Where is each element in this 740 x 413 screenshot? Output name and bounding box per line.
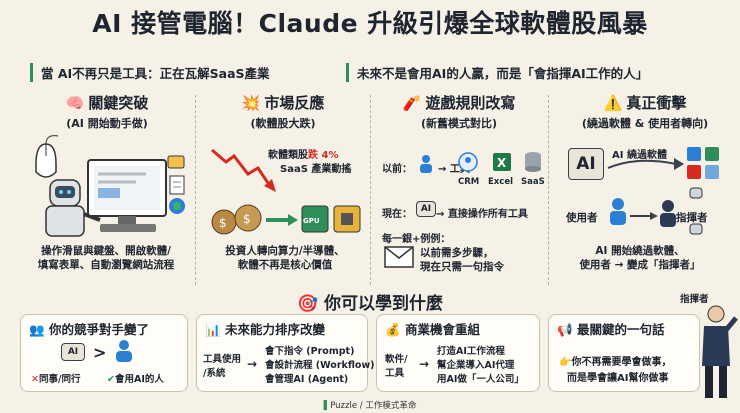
- column-heading: 真正衝擊: [626, 94, 687, 112]
- wrong-competitor: ✕同事/同行: [31, 374, 81, 385]
- column-caption: AI 開始繞過軟體、使用者 → 變成「指揮者」: [579, 245, 701, 271]
- card-competitor: 👥 你的競爭對手變了 AI > ✕同事/同行 ✔會用AI的人: [20, 314, 188, 392]
- bypass-arrow: [607, 158, 684, 170]
- database-icon: [525, 152, 541, 172]
- gpu-chip-icon: [301, 205, 329, 233]
- column-impact: ⚠️真正衝擊 (繞過軟體 & 使用者轉向): [560, 92, 730, 131]
- column-divider: [370, 95, 371, 285]
- commander-figure-icon: [702, 305, 738, 398]
- gpu-chip-label: GPU: [303, 217, 320, 225]
- robot-icon: [689, 187, 703, 235]
- column-subheading: (軟體股大跌): [250, 117, 316, 130]
- column-heading: 關鍵突破: [88, 94, 149, 112]
- subtitle-left: 當 AI不再只是工具：正在瓦解SaaS產業: [30, 63, 270, 82]
- ai-chip: AI: [416, 201, 436, 217]
- svg-text:X: X: [497, 156, 507, 170]
- column-heading: 市場反應: [264, 94, 325, 112]
- monitor-icon: [87, 159, 167, 232]
- user-label: 使用者: [566, 212, 598, 224]
- now-description: → 直接操作所有工具: [436, 209, 528, 220]
- column-rules: 🧨遊戲規則改寫 (新舊模式對比): [374, 92, 544, 131]
- column-subheading: (繞過軟體 & 使用者轉向): [581, 117, 709, 130]
- crm-icon: [458, 152, 478, 172]
- excel-icon: X: [493, 153, 511, 171]
- column-caption: 操作滑鼠與鍵盤、開啟軟體/填寫表單、自動瀏覽網站流程: [37, 245, 175, 271]
- before-label: 以前：: [382, 164, 412, 175]
- mouse-icon: [35, 135, 59, 178]
- footer: ▌Puzzle / 工作模式革命: [323, 401, 417, 411]
- bar-chart-icon: 📊: [205, 322, 221, 337]
- subtitle-right: 未來不是會用AI的人贏，而是「會指揮AI工作的人」: [346, 63, 648, 82]
- app-grid-icon: [687, 147, 719, 179]
- brain-icon: 🧠: [65, 94, 85, 112]
- saas-shake-note: SaaS 產業動搖: [280, 164, 352, 175]
- commander-figure-label: 指揮者: [680, 294, 709, 305]
- browser-icon: [169, 198, 185, 214]
- megaphone-icon: 📢: [557, 322, 573, 337]
- commander-label: 指揮者: [676, 212, 708, 224]
- person-icon: [116, 340, 132, 362]
- column-market: 💥市場反應 (軟體股大跌): [198, 92, 368, 131]
- card-ability: 📊 未來能力排序改變 工具使用 /系統 → 會下指令 (Prompt) 會設計流…: [196, 314, 375, 392]
- svg-text:$: $: [219, 216, 227, 230]
- market-drop-note: 軟體類股跌 4%: [268, 150, 339, 161]
- card-key-sentence: 📢 最關鍵的一句話 👉你不再需要學會做事， 而是學會讓AI幫你做事: [548, 314, 700, 392]
- learn-heading: 🎯 你可以學到什麼: [296, 294, 444, 314]
- falling-chart-icon: [211, 148, 276, 192]
- column-subheading: (新舊模式對比): [420, 117, 498, 130]
- money-bag-icon: $: [211, 209, 237, 235]
- example-label: 每一銀+例例：: [382, 234, 451, 245]
- tool-label-saas: SaaS: [521, 177, 545, 187]
- form-icon: [169, 175, 185, 195]
- column-divider: [548, 95, 549, 285]
- robot-computer-illustration: [35, 135, 185, 237]
- tool-arrow-label: → 工具: [438, 164, 470, 175]
- warning-icon: ⚠️: [603, 94, 623, 112]
- greater-than-icon: >: [93, 343, 107, 362]
- cpu-chip-icon: [333, 205, 361, 233]
- person-icon: [610, 198, 626, 225]
- column-caption: 以前需多步驟，現在只需一句指令: [420, 247, 504, 273]
- arrow-icon: →: [419, 357, 430, 371]
- column-subheading: (AI 開始動手做): [66, 117, 148, 130]
- people-icon: 👥: [29, 322, 45, 337]
- envelope-icon: [384, 246, 414, 268]
- ai-chip: AI: [61, 343, 85, 361]
- now-label: 現在：: [382, 209, 412, 220]
- page-title: AI 接管電腦！Claude 升級引爆全球軟體股風暴: [92, 9, 648, 38]
- column-caption: 投資人轉向算力/半導體、軟體不再是核心價值: [225, 245, 345, 271]
- svg-text:$: $: [243, 212, 251, 226]
- column-divider: [195, 95, 196, 285]
- money-to-chip-illustration: $ $: [211, 204, 361, 235]
- commander-person-icon: [660, 200, 676, 227]
- dynamite-icon: 🧨: [402, 94, 422, 112]
- money-bag-icon: $: [234, 204, 262, 232]
- explosion-icon: 💥: [241, 94, 261, 112]
- card-business: 💰 商業機會重組 軟件/ 工具 → 打造AI工作流程 幫企業導入AI代理 用AI…: [376, 314, 540, 392]
- money-bag-icon: 💰: [385, 322, 401, 337]
- tool-label-crm: CRM: [458, 177, 480, 187]
- user-to-commander-illustration: [610, 187, 703, 235]
- bypass-label: AI 繞過軟體: [612, 150, 667, 161]
- ai-chip: AI: [568, 148, 604, 180]
- right-competitor: ✔會用AI的人: [107, 374, 164, 385]
- tool-label-excel: Excel: [488, 177, 514, 187]
- column-heading: 遊戲規則改寫: [425, 94, 516, 112]
- folder-icon: [167, 155, 185, 169]
- arrow-icon: →: [247, 357, 258, 371]
- column-breakthrough: 🧠關鍵突破 (AI 開始動手做): [22, 92, 192, 131]
- person-icon: [420, 155, 432, 173]
